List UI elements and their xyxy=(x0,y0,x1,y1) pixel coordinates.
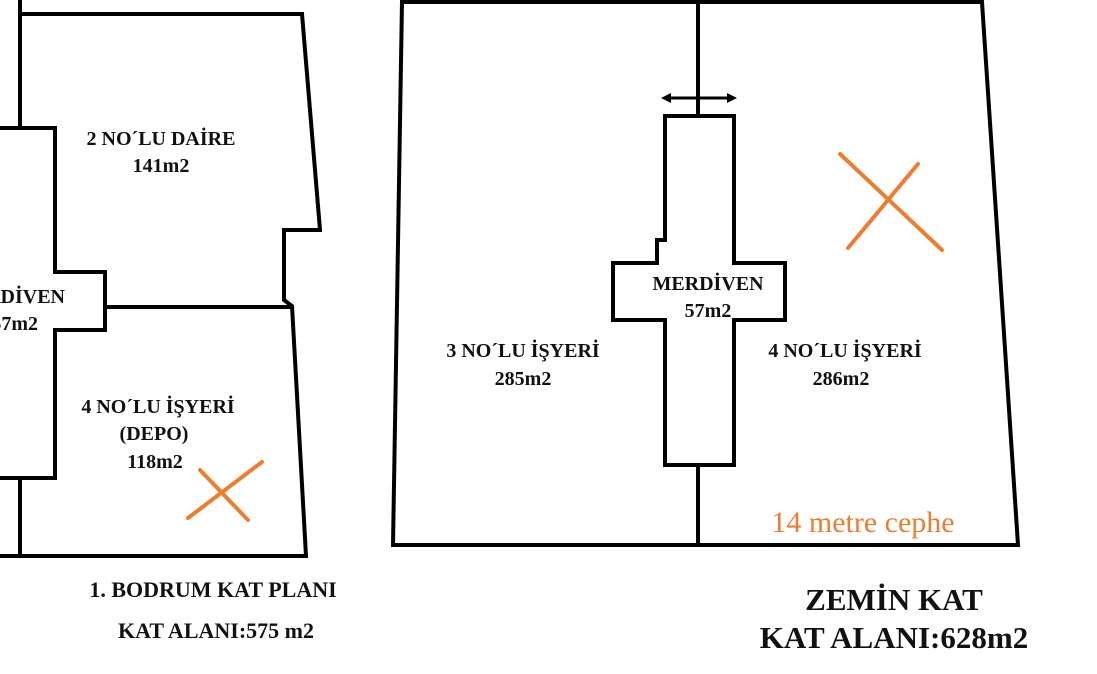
ground-caption-area: KAT ALANI:628m2 xyxy=(760,620,1028,655)
ground-caption-title: ZEMİN KAT xyxy=(805,582,983,617)
basement-x-mark-stroke-1 xyxy=(198,468,250,522)
basement-plan: 2 NO´LU DAİRE 141m2 RDİVEN 57m2 4 NO´LU … xyxy=(0,0,337,643)
ground-outer-wall xyxy=(390,0,1021,547)
basement-outer-wall xyxy=(0,0,323,558)
daire-2-name: 2 NO´LU DAİRE xyxy=(87,126,236,150)
basement-x-mark-stroke-2 xyxy=(186,460,264,520)
ground-x-mark xyxy=(838,152,944,252)
basement-caption-title: 1. BODRUM KAT PLANI xyxy=(89,577,336,602)
depo-area: 118m2 xyxy=(127,451,183,473)
basement-x-mark xyxy=(186,460,264,522)
frontage-note: 14 metre cephe xyxy=(771,506,954,539)
depo-name: 4 NO´LU İŞYERİ xyxy=(81,394,235,418)
ground-dimension-arrow xyxy=(661,93,737,103)
isyeri-3-area: 285m2 xyxy=(495,368,552,390)
ground-stair-wall xyxy=(611,114,787,467)
ground-plan: MERDİVEN 57m2 3 NO´LU İŞYERİ 285m2 4 NO´… xyxy=(390,0,1028,655)
ground-x-mark-stroke-2 xyxy=(846,162,920,250)
ground-x-mark-stroke-1 xyxy=(838,152,944,252)
daire-2-area: 141m2 xyxy=(133,155,190,177)
ground-arrow-head-left xyxy=(661,93,671,103)
ground-stair-area: 57m2 xyxy=(685,300,732,322)
depo-note: (DEPO) xyxy=(120,423,189,445)
basement-caption-area: KAT ALANI:575 m2 xyxy=(118,618,314,643)
basement-stair-area: 57m2 xyxy=(0,313,38,335)
ground-stair-name: MERDİVEN xyxy=(652,271,764,295)
basement-stair-name: RDİVEN xyxy=(0,284,66,308)
isyeri-3-name: 3 NO´LU İŞYERİ xyxy=(446,338,600,362)
ground-arrow-head-right xyxy=(727,93,737,103)
isyeri-4-area: 286m2 xyxy=(813,368,870,390)
isyeri-4-name: 4 NO´LU İŞYERİ xyxy=(768,338,922,362)
basement-stair-wall xyxy=(0,126,107,480)
